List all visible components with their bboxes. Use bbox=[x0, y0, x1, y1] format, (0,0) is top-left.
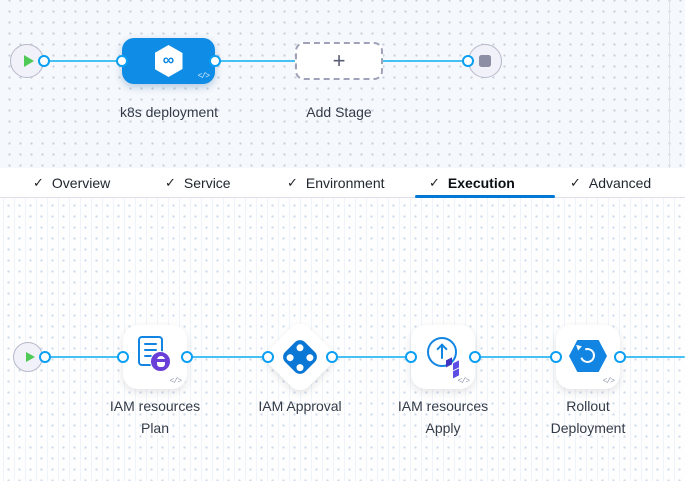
tab-execution[interactable]: ✓ Execution bbox=[429, 168, 515, 198]
execution-start-node[interactable] bbox=[13, 342, 43, 372]
approval-dot bbox=[285, 352, 296, 362]
rollout-deployment-icon bbox=[569, 340, 607, 372]
step-label: IAM Approval bbox=[235, 396, 365, 418]
terraform-logo-icon bbox=[446, 356, 460, 378]
doc-line bbox=[144, 343, 157, 346]
tab-label: Overview bbox=[51, 175, 111, 191]
terraform-apply-icon bbox=[427, 337, 457, 367]
infinity-icon: ∞ bbox=[162, 52, 175, 69]
doc-line bbox=[144, 349, 157, 352]
active-tab-underline bbox=[415, 195, 555, 198]
stage-label: k8s deployment bbox=[119, 104, 219, 120]
connector-point bbox=[462, 55, 474, 67]
step-label: Rollout Deployment bbox=[523, 396, 653, 439]
step-label: IAM resources Plan bbox=[90, 396, 220, 439]
step-label-line1: IAM resources bbox=[397, 398, 489, 414]
check-icon: ✓ bbox=[429, 175, 440, 190]
terraform-block bbox=[446, 357, 452, 367]
tab-service[interactable]: ✓ Service bbox=[165, 168, 231, 198]
connector-point bbox=[550, 351, 562, 363]
tab-overview[interactable]: ✓ Overview bbox=[33, 168, 110, 198]
step-node-rollout-deployment[interactable]: </> bbox=[556, 325, 620, 389]
check-icon: ✓ bbox=[570, 175, 581, 190]
check-icon: ✓ bbox=[165, 175, 176, 190]
connector-point bbox=[209, 55, 221, 67]
connector-point bbox=[469, 351, 481, 363]
terraform-badge-icon bbox=[150, 351, 171, 372]
check-icon: ✓ bbox=[287, 175, 298, 190]
approval-icon bbox=[280, 337, 320, 377]
tab-label: Environment bbox=[305, 175, 385, 191]
yaml-code-icon: </> bbox=[197, 72, 210, 81]
tab-label: Advanced bbox=[588, 175, 652, 191]
connector-point bbox=[38, 55, 50, 67]
add-stage-button[interactable]: + bbox=[295, 42, 383, 80]
tab-label: Service bbox=[183, 175, 231, 191]
add-stage-label: Add Stage bbox=[306, 104, 372, 120]
step-label-line2: Plan bbox=[140, 419, 170, 436]
execution-graph-canvas[interactable]: </> </> bbox=[0, 198, 685, 481]
stage-node-k8s-deployment[interactable]: ∞ </> bbox=[122, 38, 215, 84]
play-icon bbox=[24, 55, 34, 67]
tab-environment[interactable]: ✓ Environment bbox=[287, 168, 385, 198]
connector-point bbox=[614, 351, 626, 363]
yaml-code-icon: </> bbox=[457, 377, 470, 386]
step-label: IAM resources Apply bbox=[378, 396, 508, 439]
stage-config-tabbar: ✓ Overview ✓ Service ✓ Environment ✓ Exe… bbox=[0, 168, 685, 198]
plus-icon: + bbox=[332, 48, 346, 73]
check-icon: ✓ bbox=[33, 175, 44, 190]
step-label-line2: Deployment bbox=[550, 419, 626, 436]
up-arrow-icon bbox=[440, 346, 443, 359]
connector-point bbox=[405, 351, 417, 363]
stage-graph-canvas[interactable]: ∞ </> + k8s deployment Add Stage bbox=[0, 0, 685, 168]
step-label-line1: IAM resources bbox=[109, 398, 201, 414]
step-node-terraform-apply[interactable]: </> bbox=[411, 325, 475, 389]
yaml-code-icon: </> bbox=[169, 377, 182, 386]
play-icon bbox=[25, 352, 35, 362]
connector-point bbox=[117, 351, 129, 363]
mascot-visor bbox=[155, 359, 166, 362]
stop-icon bbox=[479, 55, 491, 67]
connector-point bbox=[326, 351, 338, 363]
approval-dot bbox=[295, 361, 305, 372]
stage-connector-line bbox=[44, 59, 468, 62]
refresh-arrow-head bbox=[576, 342, 583, 351]
k8s-stage-icon: ∞ bbox=[154, 45, 183, 77]
step-label-line2: Apply bbox=[425, 419, 461, 436]
yaml-code-icon: </> bbox=[602, 377, 615, 386]
approval-dot bbox=[304, 352, 315, 362]
doc-line bbox=[144, 355, 152, 358]
step-connector-line bbox=[45, 355, 685, 359]
tab-label: Execution bbox=[447, 175, 515, 191]
step-label-line1: IAM Approval bbox=[258, 398, 342, 414]
connector-point bbox=[116, 55, 128, 67]
step-node-terraform-plan[interactable]: </> bbox=[123, 325, 187, 389]
step-label-line1: Rollout bbox=[566, 398, 610, 414]
connector-point bbox=[39, 351, 51, 363]
approval-dot bbox=[295, 342, 305, 353]
tab-advanced[interactable]: ✓ Advanced bbox=[570, 168, 651, 198]
canvas-edge-divider bbox=[669, 0, 670, 168]
connector-point bbox=[181, 351, 193, 363]
connector-point bbox=[262, 351, 274, 363]
